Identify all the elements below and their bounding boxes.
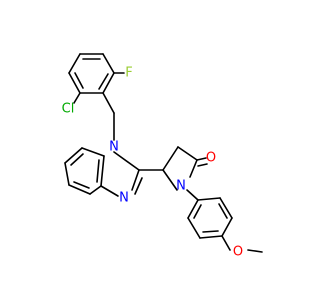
bond — [177, 146, 198, 161]
bond — [196, 157, 207, 161]
bond — [98, 73, 109, 90]
bond — [131, 169, 140, 191]
atom-label-n3: N — [119, 191, 129, 206]
bond — [221, 217, 233, 237]
oxygen-label: O — [206, 151, 216, 166]
atom-label-o-carbonyl: O — [206, 151, 216, 166]
bond — [221, 235, 231, 251]
bond — [73, 181, 90, 189]
bond — [70, 153, 84, 166]
atom-label-o-methoxy: O — [233, 245, 243, 260]
bond — [89, 185, 102, 195]
bond — [73, 92, 81, 104]
molecule-structure: Cl F N N N O O — [62, 53, 263, 260]
bond — [134, 177, 143, 195]
bond — [202, 230, 219, 233]
chlorine-label: Cl — [62, 102, 75, 117]
bond — [74, 72, 84, 89]
bond — [68, 72, 81, 94]
atom-label-cl: Cl — [62, 102, 75, 117]
bond — [100, 185, 119, 197]
molecule-canvas: Cl F N N N O O — [61, 53, 263, 260]
nitrogen-label: N — [119, 191, 129, 206]
bond — [197, 163, 208, 167]
bond — [68, 184, 91, 195]
bond — [197, 197, 221, 201]
atom-label-n-lactam: N — [176, 179, 186, 194]
bond — [247, 249, 263, 253]
atom-label-f: F — [125, 66, 132, 81]
bond — [81, 147, 105, 157]
bond — [64, 162, 70, 186]
bond — [100, 155, 105, 187]
bond — [96, 159, 100, 183]
bond — [102, 53, 115, 74]
bond — [189, 159, 198, 178]
nitrogen-label: N — [176, 179, 186, 194]
bond — [193, 204, 202, 219]
bond — [162, 169, 178, 191]
bond — [218, 203, 228, 219]
benzimidazole-system — [64, 147, 143, 197]
oxygen-label: O — [233, 245, 243, 260]
fluorine-label: F — [125, 66, 132, 81]
bond — [102, 72, 115, 94]
nitrogen-label: N — [109, 140, 119, 155]
bond — [102, 92, 115, 114]
chlorofluorophenyl-ring — [68, 53, 115, 94]
bond — [199, 235, 223, 239]
bond — [113, 151, 140, 171]
methoxyphenyl-ring — [187, 197, 233, 239]
bond — [219, 197, 233, 219]
pyrrolidinone-ring — [138, 146, 208, 191]
bond — [186, 189, 199, 201]
bond — [64, 147, 83, 164]
bond — [187, 217, 201, 239]
bond — [68, 53, 81, 74]
bond — [162, 146, 179, 171]
bond — [187, 199, 199, 219]
atom-label-n1: N — [109, 140, 119, 155]
